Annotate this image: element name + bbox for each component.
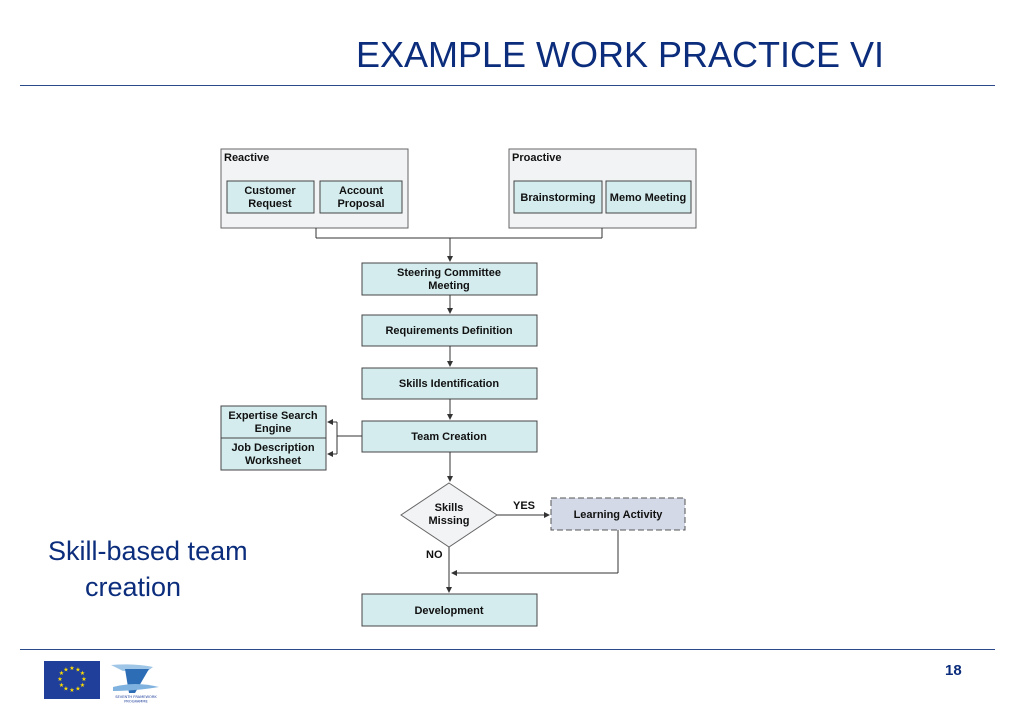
- no-label: NO: [426, 549, 443, 561]
- svg-text:★: ★: [80, 670, 85, 677]
- brainstorming-label: Brainstorming: [520, 192, 595, 204]
- skills-identification-box: Skills Identification: [361, 367, 538, 400]
- memo-meeting-label: Memo Meeting: [610, 192, 686, 204]
- fp7-logo-text2: PROGRAMME: [124, 700, 148, 704]
- customer-request-box: Customer Request: [226, 180, 315, 214]
- requirements-definition-box: Requirements Definition: [361, 314, 538, 347]
- steering-committee-box: Steering Committee Meeting: [361, 262, 538, 296]
- caption-line2: creation: [85, 572, 182, 602]
- svg-text:★: ★: [75, 667, 80, 674]
- svg-text:★: ★: [81, 676, 86, 683]
- expertise-search-engine-box: Expertise Search Engine: [220, 405, 327, 439]
- customer-request-line1: Customer: [244, 185, 296, 197]
- brainstorming-box: Brainstorming: [513, 180, 603, 214]
- svg-text:★: ★: [69, 665, 74, 672]
- job-line1: Job Description: [231, 442, 314, 454]
- group-merge-connector: [315, 228, 603, 262]
- reactive-group-label: Reactive: [224, 152, 269, 164]
- fp7-logo-text1: SEVENTH FRAMEWORK: [115, 695, 157, 699]
- yes-label: YES: [513, 500, 535, 512]
- account-proposal-line1: Account: [339, 185, 383, 197]
- svg-text:★: ★: [59, 682, 64, 689]
- job-description-worksheet-box: Job Description Worksheet: [220, 437, 327, 471]
- slide-title: EXAMPLE WORK PRACTICE VI: [355, 34, 885, 75]
- caption-line1: Skill-based team: [48, 536, 248, 566]
- expertise-line2: Engine: [255, 423, 292, 435]
- skills-identification-label: Skills Identification: [399, 378, 500, 390]
- team-creation-label: Team Creation: [411, 431, 487, 443]
- skills-missing-decision: Skills Missing: [400, 482, 498, 548]
- development-label: Development: [414, 605, 483, 617]
- steering-line2: Meeting: [428, 280, 470, 292]
- expertise-line1: Expertise Search: [228, 410, 318, 422]
- development-box: Development: [361, 593, 538, 627]
- memo-meeting-box: Memo Meeting: [605, 180, 692, 214]
- fp7-logo-icon: SEVENTH FRAMEWORK PROGRAMME: [105, 661, 167, 705]
- bottom-divider: [20, 649, 995, 650]
- customer-request-line2: Request: [248, 198, 292, 210]
- tools-connector: [327, 419, 362, 457]
- page-number: 18: [945, 662, 962, 679]
- svg-text:★: ★: [63, 686, 68, 693]
- svg-text:★: ★: [75, 686, 80, 693]
- skills-missing-line2: Missing: [429, 515, 470, 527]
- account-proposal-box: Account Proposal: [319, 180, 403, 214]
- svg-text:★: ★: [80, 682, 85, 689]
- account-proposal-line2: Proposal: [337, 198, 384, 210]
- eu-flag-icon: ★ ★ ★ ★ ★ ★ ★ ★ ★ ★ ★ ★: [44, 661, 100, 699]
- svg-text:★: ★: [57, 676, 62, 683]
- team-creation-box: Team Creation: [361, 420, 538, 453]
- job-line2: Worksheet: [245, 455, 301, 467]
- svg-text:★: ★: [69, 687, 74, 694]
- reactive-group: Reactive Customer Request Account Propos…: [220, 148, 409, 229]
- learning-return-connector: [451, 530, 619, 576]
- svg-text:★: ★: [59, 670, 64, 677]
- learning-activity-label: Learning Activity: [574, 509, 664, 521]
- learning-activity-box: Learning Activity: [550, 497, 686, 531]
- svg-text:★: ★: [63, 667, 68, 674]
- steering-line1: Steering Committee: [397, 267, 501, 279]
- top-divider: [20, 85, 995, 86]
- proactive-group: Proactive Brainstorming Memo Meeting: [508, 148, 697, 229]
- slide-caption: Skill-based team creation: [48, 533, 308, 605]
- proactive-group-label: Proactive: [512, 152, 562, 164]
- skills-missing-line1: Skills: [435, 502, 464, 514]
- requirements-label: Requirements Definition: [385, 325, 512, 337]
